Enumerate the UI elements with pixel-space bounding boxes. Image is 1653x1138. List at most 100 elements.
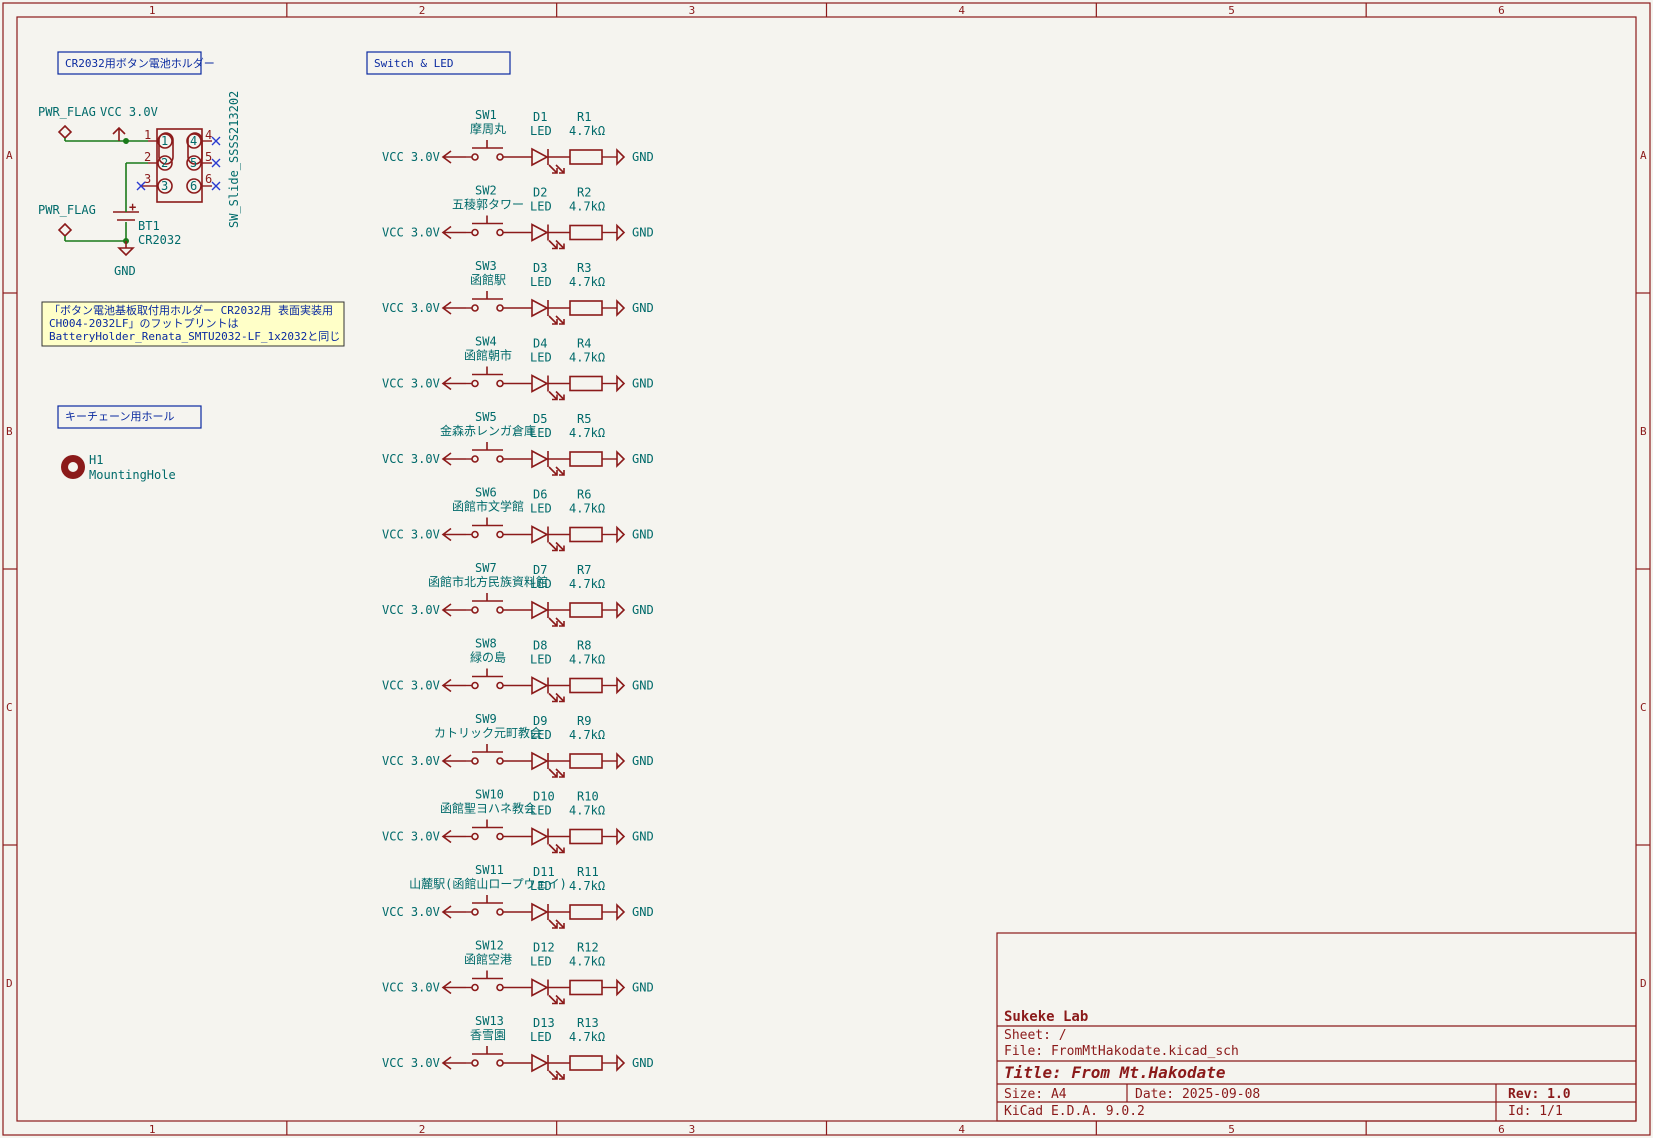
gnd-label: GND bbox=[632, 452, 654, 466]
row-marker-left: C bbox=[6, 701, 13, 714]
gnd-symbol bbox=[616, 827, 626, 846]
switch-contact bbox=[471, 983, 479, 992]
vcc-label: VCC 3.0V bbox=[382, 226, 440, 240]
sheet-id: Id: 1/1 bbox=[1508, 1104, 1563, 1119]
switch-led-note-box: Switch & LED bbox=[366, 51, 511, 75]
vcc-label: VCC 3.0V bbox=[382, 830, 440, 844]
led-value: LED bbox=[530, 200, 552, 214]
switch-ref: SW8 bbox=[475, 637, 497, 651]
no-connect-6 bbox=[211, 181, 221, 191]
gnd-label: GND bbox=[632, 981, 654, 995]
gnd-label: GND bbox=[632, 377, 654, 391]
resistor-symbol bbox=[569, 375, 603, 392]
col-marker-bottom: 3 bbox=[689, 1123, 696, 1136]
led-ref: D4 bbox=[533, 337, 547, 351]
switch-contact bbox=[471, 1059, 479, 1067]
power-section: PWR_FLAG VCC 3.0V + BT1 CR2032 PWR_FLAG bbox=[38, 91, 241, 278]
pwr-flag-2-symbol bbox=[57, 222, 73, 238]
mounting-hole-value: MountingHole bbox=[89, 468, 176, 482]
gnd-symbol bbox=[616, 450, 626, 468]
switch-ref: SW9 bbox=[475, 712, 497, 726]
no-connect-5 bbox=[211, 158, 221, 168]
svg-text:5: 5 bbox=[205, 150, 212, 164]
gnd-label: GND bbox=[632, 679, 654, 693]
led-ref: D13 bbox=[533, 1016, 555, 1030]
led-value: LED bbox=[530, 879, 552, 893]
gnd-symbol bbox=[616, 601, 626, 619]
slide-switch-symbol: 1 2 3 4 5 6 1 2 3 4 5 6 bbox=[136, 128, 221, 203]
switch-name: 金森赤レンガ倉庫 bbox=[440, 423, 536, 438]
footprint-note-line-2: CH004-2032LF」のフットプリントは bbox=[49, 317, 238, 330]
vcc-label: VCC 3.0V bbox=[382, 679, 440, 693]
switch-contact bbox=[471, 379, 479, 388]
resistor-value: 4.7kΩ bbox=[569, 351, 605, 365]
gnd-label: GND bbox=[632, 528, 654, 542]
resistor-ref: R1 bbox=[577, 110, 591, 124]
switch-name: カトリック元町教会 bbox=[434, 725, 542, 740]
switch-name: 函館聖ヨハネ教会 bbox=[440, 801, 536, 816]
gnd-symbol bbox=[616, 978, 626, 997]
vcc-arrow-symbol bbox=[441, 1056, 466, 1070]
svg-text:4: 4 bbox=[205, 128, 212, 142]
led-ref: D9 bbox=[533, 714, 547, 728]
switch-contact bbox=[496, 228, 504, 237]
resistor-ref: R12 bbox=[577, 941, 599, 955]
gnd-label: GND bbox=[632, 150, 654, 164]
row-marker-right: A bbox=[1640, 149, 1647, 162]
resistor-value: 4.7kΩ bbox=[569, 124, 605, 138]
resistor-symbol bbox=[569, 979, 603, 996]
footprint-note-line-1: 「ボタン電池基板取付用ホルダー CR2032用 表面実装用 bbox=[49, 303, 333, 317]
resistor-symbol bbox=[569, 526, 603, 543]
led-symbol bbox=[531, 223, 549, 242]
vcc-label: VCC 3.0V bbox=[382, 754, 440, 768]
vcc-label-top: VCC 3.0V bbox=[100, 105, 158, 119]
resistor-symbol bbox=[569, 451, 603, 467]
footprint-note-line-3: BatteryHolder_Renata_SMTU2032-LF_1x2032と… bbox=[49, 330, 340, 343]
row-marker-right: D bbox=[1640, 977, 1647, 990]
svg-text:6: 6 bbox=[205, 172, 212, 186]
led-symbol bbox=[531, 374, 549, 393]
switch-contact bbox=[496, 379, 504, 388]
switch-contact bbox=[471, 228, 479, 237]
gnd-label: GND bbox=[632, 1056, 654, 1070]
no-connect-4 bbox=[211, 136, 221, 146]
led-ref: D10 bbox=[533, 790, 555, 804]
resistor-ref: R6 bbox=[577, 488, 591, 502]
gnd-label: GND bbox=[632, 603, 654, 617]
resistor-ref: R10 bbox=[577, 790, 599, 804]
svg-text:2: 2 bbox=[161, 156, 168, 170]
footprint-note: 「ボタン電池基板取付用ホルダー CR2032用 表面実装用 CH004-2032… bbox=[41, 301, 345, 347]
row-marker-left: D bbox=[6, 977, 13, 990]
resistor-ref: R8 bbox=[577, 639, 591, 653]
svg-text:3: 3 bbox=[144, 172, 151, 186]
battery-symbol: + bbox=[113, 200, 139, 241]
led-ref: D1 bbox=[533, 110, 547, 124]
resistor-ref: R5 bbox=[577, 412, 591, 426]
led-value: LED bbox=[530, 1030, 552, 1044]
channel-11: VCC 3.0VSW11山麓駅(函館山ロープウェイ)D11LEDR114.7kΩ… bbox=[382, 863, 654, 929]
led-symbol bbox=[531, 525, 549, 544]
led-ref: D12 bbox=[533, 941, 555, 955]
vcc-arrow-symbol bbox=[441, 150, 466, 164]
switch-contact bbox=[471, 455, 479, 463]
vcc-arrow-symbol bbox=[441, 527, 466, 542]
gnd-label: GND bbox=[632, 301, 654, 315]
resistor-symbol bbox=[569, 224, 603, 241]
col-marker-bottom: 5 bbox=[1228, 1123, 1235, 1136]
svg-text:6: 6 bbox=[190, 179, 197, 193]
switch-name: 函館朝市 bbox=[464, 348, 512, 363]
gnd-label: GND bbox=[632, 226, 654, 240]
vcc-arrow-symbol bbox=[441, 452, 466, 466]
led-ref: D8 bbox=[533, 639, 547, 653]
keychain-note-box: キーチェーン用ホール bbox=[57, 405, 202, 429]
resistor-symbol bbox=[569, 300, 603, 316]
gnd-symbol bbox=[616, 752, 626, 770]
svg-text:2: 2 bbox=[144, 150, 151, 164]
led-symbol bbox=[531, 147, 549, 167]
vcc-label: VCC 3.0V bbox=[382, 905, 440, 919]
gnd-symbol bbox=[616, 1054, 626, 1072]
